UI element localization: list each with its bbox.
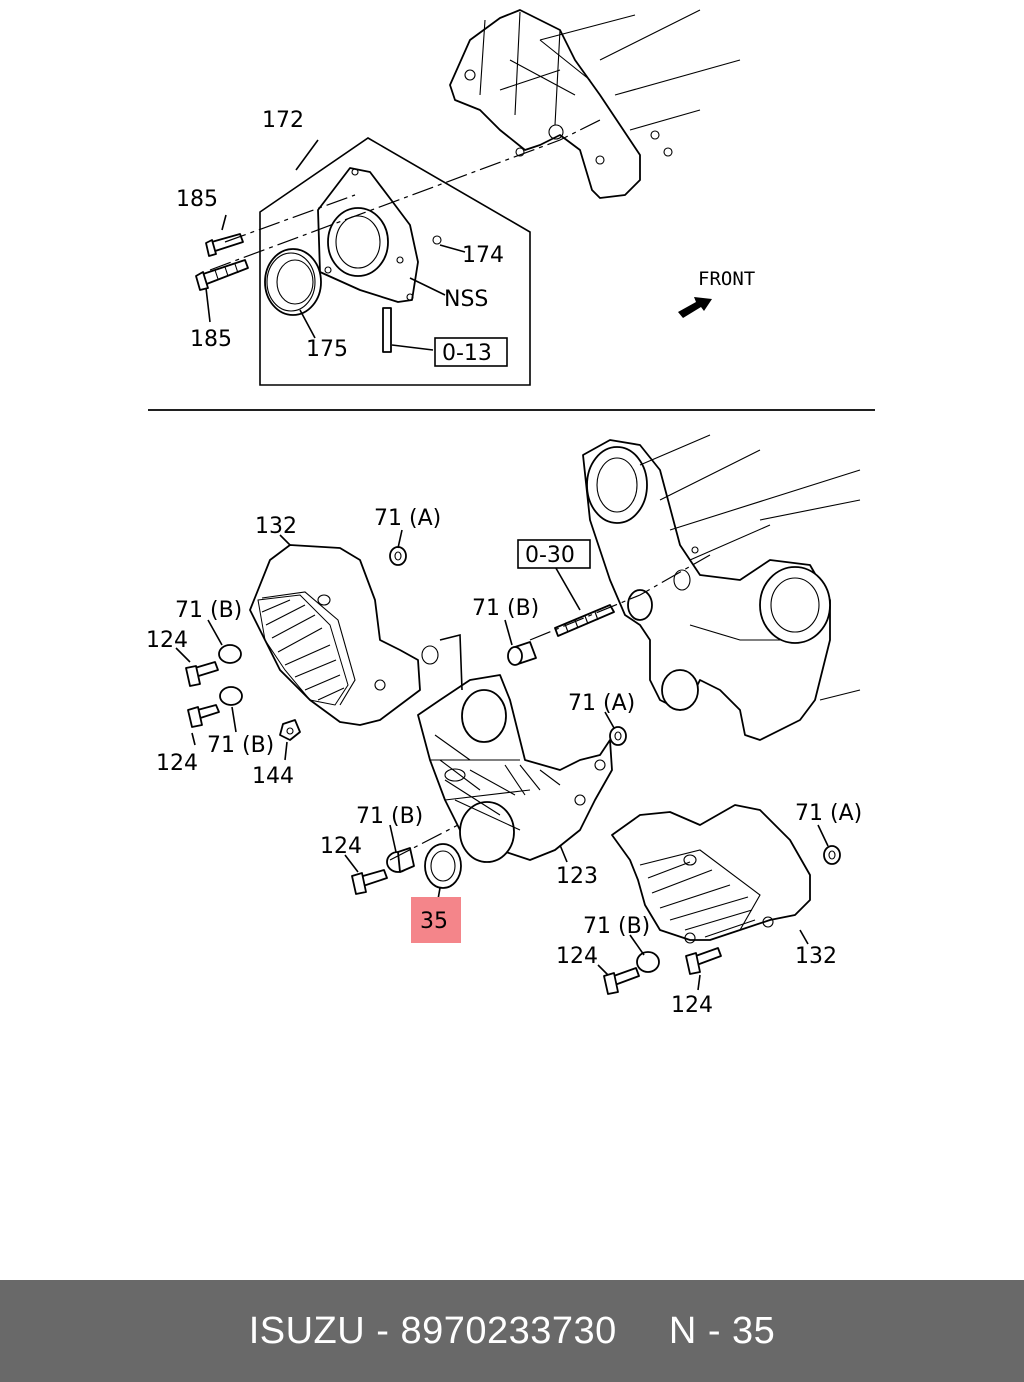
stud-0-30 <box>554 604 615 637</box>
timing-cover-right <box>611 804 811 944</box>
label-0-13: 0-13 <box>442 341 492 366</box>
engine-block-top <box>449 9 741 199</box>
label-132-left: 132 <box>255 514 297 539</box>
footer-page-ref: N - 35 <box>668 1309 776 1352</box>
footer-separator: - <box>376 1309 390 1352</box>
seal-175 <box>264 248 322 316</box>
label-185-lower: 185 <box>190 327 232 352</box>
label-124-center: 124 <box>320 834 362 859</box>
rear-cover-plate <box>317 167 442 303</box>
label-71b-left-lower: 71 (B) <box>207 733 274 758</box>
spacer-71b-left-lower <box>219 686 243 706</box>
label-35: 35 <box>420 909 448 934</box>
nut-144 <box>279 719 301 741</box>
label-132-right: 132 <box>795 944 837 969</box>
label-124-right-left: 124 <box>556 944 598 969</box>
footer-bar: ISUZU - 8970233730 N - 35 <box>0 1280 1024 1382</box>
timing-cover-center <box>417 674 613 863</box>
dowel-pin <box>382 307 392 353</box>
label-71b-right: 71 (B) <box>583 914 650 939</box>
ref-box-0-13 <box>434 337 508 367</box>
label-nss: NSS <box>444 287 488 312</box>
label-71b-left-upper: 71 (B) <box>175 598 242 623</box>
spacer-71b-left-upper <box>218 644 242 664</box>
bolt-124-left-upper <box>185 661 219 687</box>
ref-box-0-30 <box>517 539 591 569</box>
spacer-71b-right <box>636 951 660 973</box>
washer-71a-left <box>389 546 407 566</box>
label-front: FRONT <box>698 268 755 290</box>
label-124-right-bottom: 124 <box>671 993 713 1018</box>
highlight-box-35 <box>411 897 461 943</box>
spacer-71b-center <box>386 847 415 873</box>
washer-71a-right <box>823 845 841 865</box>
label-172: 172 <box>262 108 304 133</box>
spacer-71b-mid <box>507 641 537 666</box>
label-0-30: 0-30 <box>525 543 575 568</box>
label-174: 174 <box>462 243 504 268</box>
label-124-left-upper: 124 <box>146 628 188 653</box>
footer-brand: ISUZU <box>248 1309 366 1352</box>
front-arrow-icon <box>678 297 712 318</box>
bolt-124-right-left <box>603 967 640 995</box>
engine-block-bottom <box>582 434 861 741</box>
parts-diagram: 172 185 185 174 175 NSS 0-13 FRONT <box>146 9 875 1018</box>
bolt-185-lower <box>195 259 249 291</box>
oil-seal-35 <box>424 843 462 889</box>
footer-part-number: 8970233730 <box>400 1309 617 1352</box>
bolt-124-left-lower <box>187 704 220 728</box>
label-175: 175 <box>306 337 348 362</box>
label-185-upper: 185 <box>176 187 218 212</box>
label-123: 123 <box>556 864 598 889</box>
label-71a-right: 71 (A) <box>795 801 862 826</box>
timing-cover-left <box>249 544 439 726</box>
label-144: 144 <box>252 764 294 789</box>
cover-172-frame <box>259 137 531 386</box>
label-71b-mid: 71 (B) <box>472 596 539 621</box>
label-71a-mid: 71 (A) <box>568 691 635 716</box>
washer-71a-mid <box>609 726 627 746</box>
bolt-124-center <box>351 869 388 895</box>
label-71b-center: 71 (B) <box>356 804 423 829</box>
bolt-124-right-bottom <box>685 947 722 975</box>
label-71a-left: 71 (A) <box>374 506 441 531</box>
label-124-left-lower: 124 <box>156 751 198 776</box>
